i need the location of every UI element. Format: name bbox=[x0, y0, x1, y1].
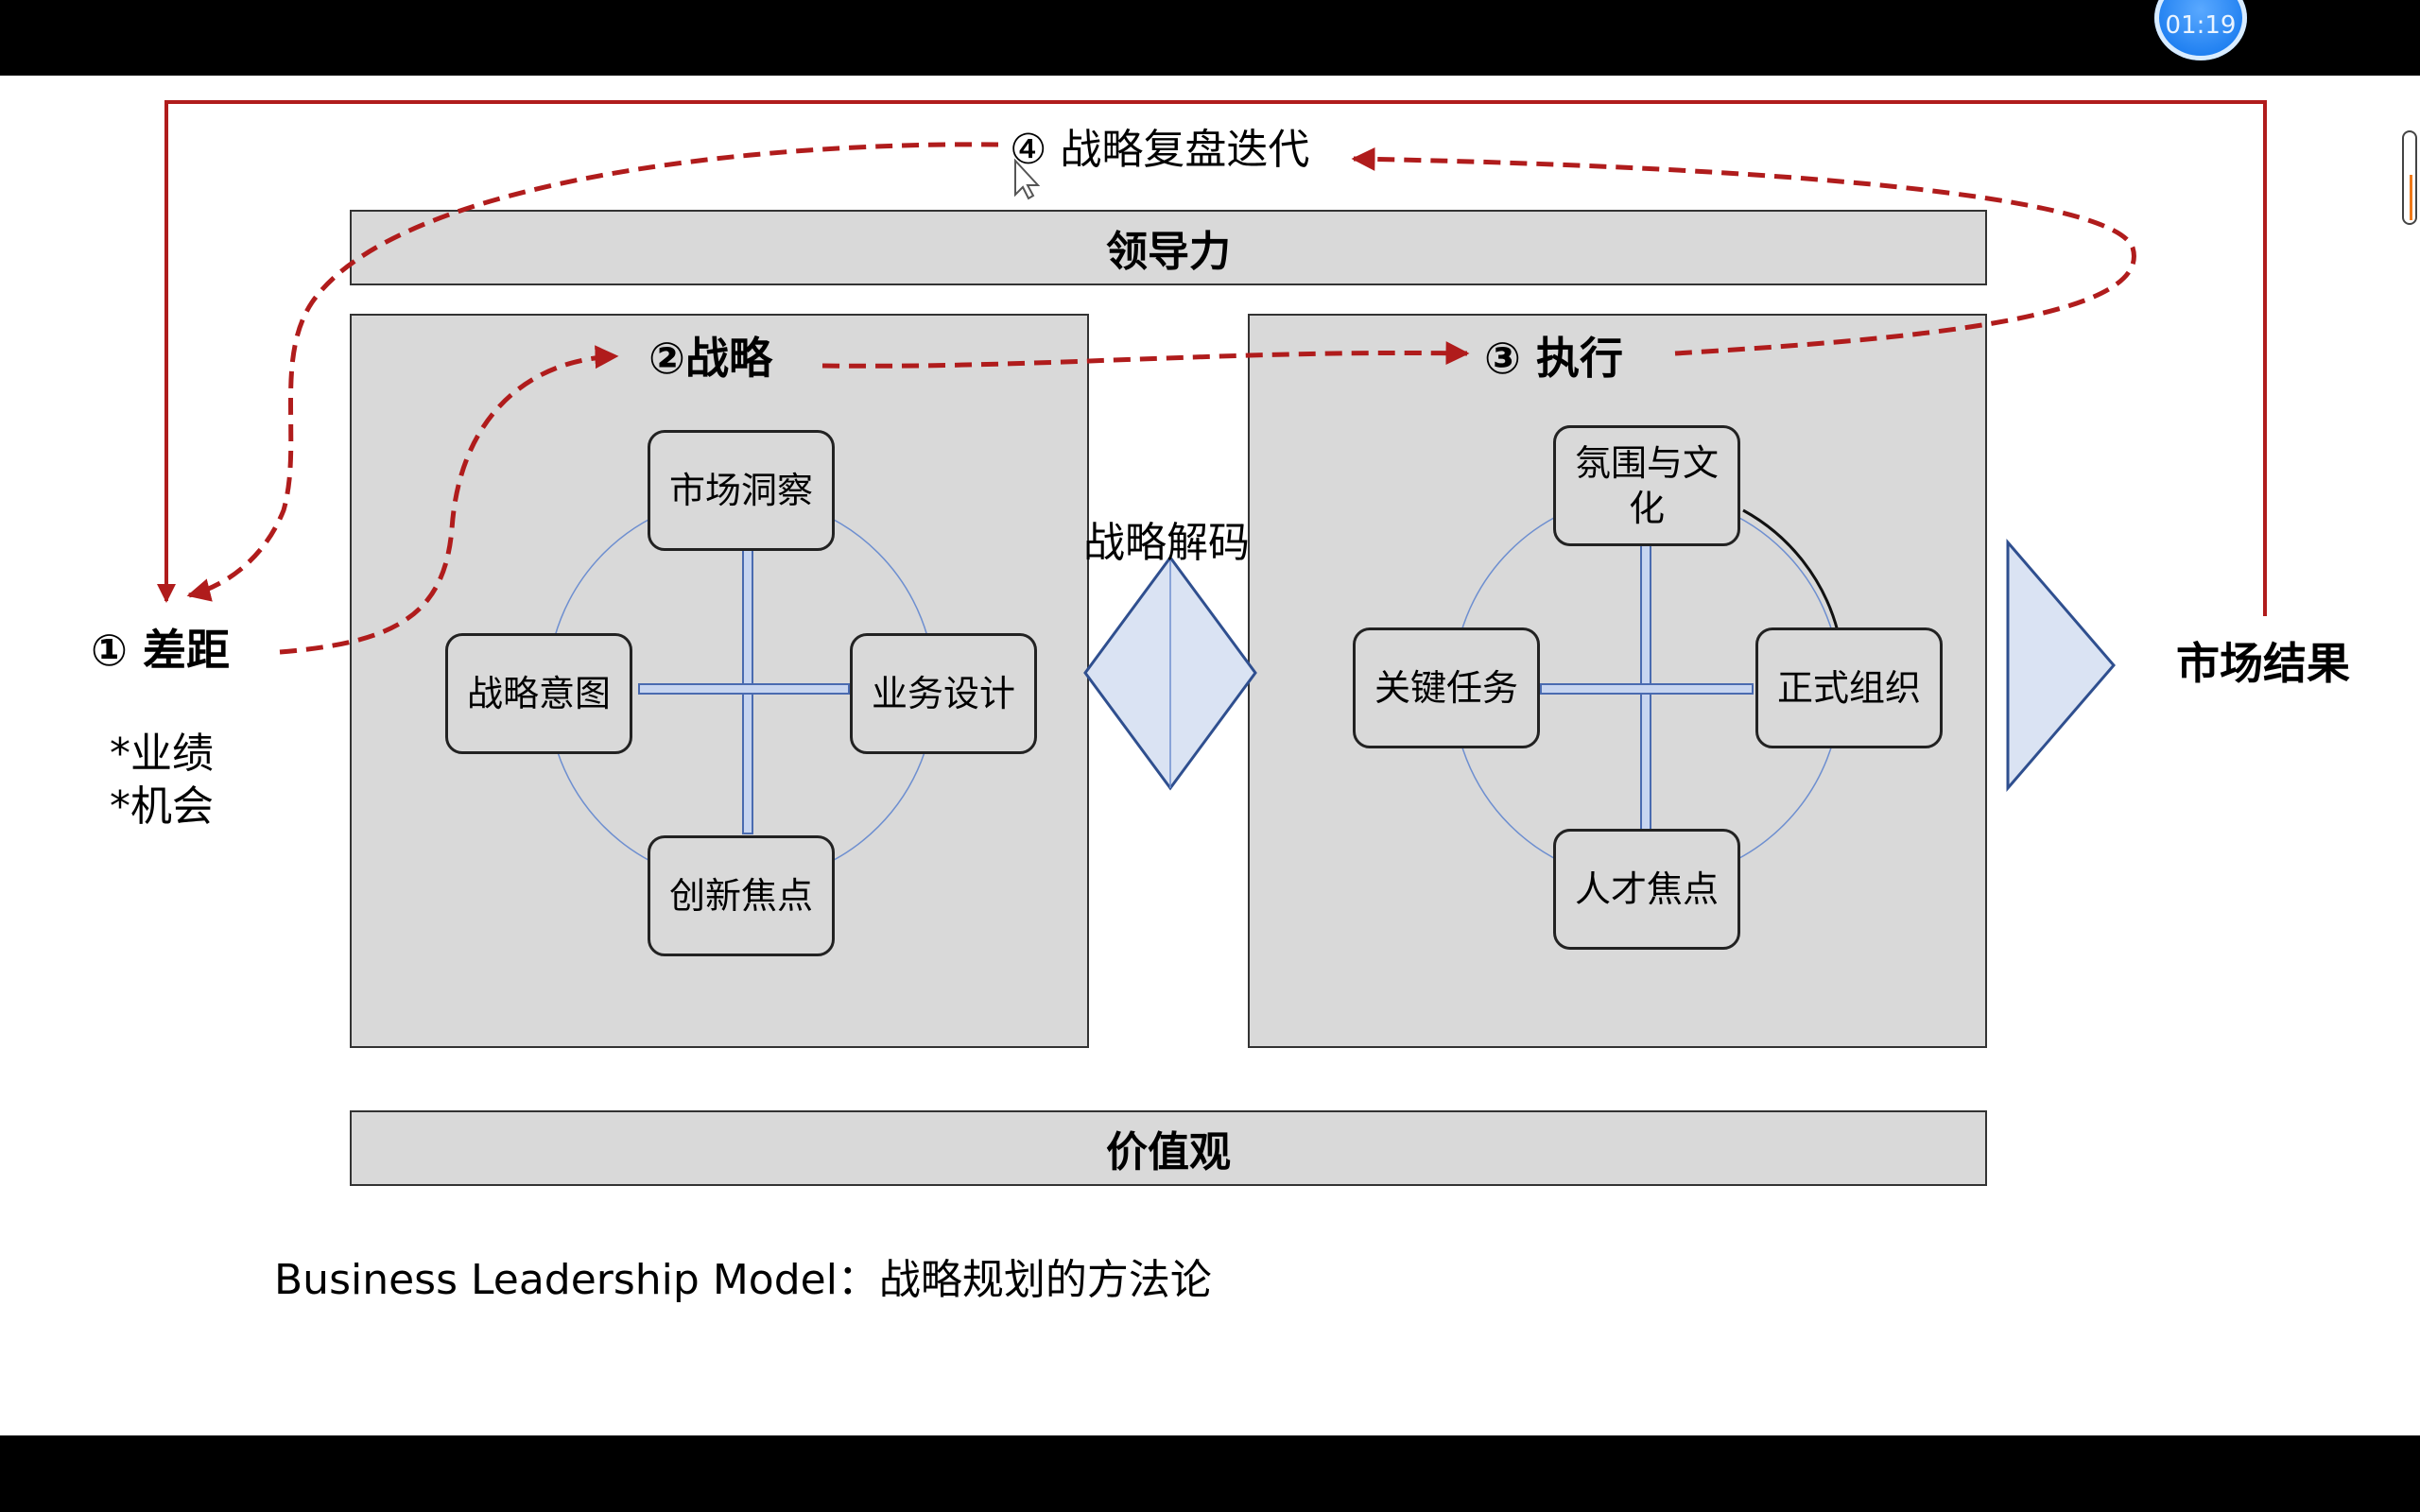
node-climate-culture-text: 氛围与文化 bbox=[1574, 442, 1719, 529]
decode-label: 战略解码 bbox=[1083, 519, 1250, 567]
step4-review-label: ④ 战略复盘迭代 bbox=[1010, 126, 1310, 174]
scrollbar-thumb[interactable] bbox=[2402, 130, 2417, 225]
top-black-bar bbox=[0, 0, 2420, 76]
strategy-cross bbox=[638, 540, 850, 834]
values-label: 价值观 bbox=[1106, 1128, 1231, 1177]
gap-items: *业绩 *机会 bbox=[110, 728, 214, 833]
bottom-black-bar bbox=[0, 1435, 2420, 1512]
node-critical-tasks: 关键任务 bbox=[1353, 627, 1540, 748]
output-triangle-icon bbox=[2006, 538, 2116, 793]
node-critical-tasks-text: 关键任务 bbox=[1374, 667, 1518, 709]
gap-item-opportunity: *机会 bbox=[110, 782, 214, 831]
execution-title: ③ 执行 bbox=[1484, 333, 1623, 384]
gap-label: ① 差距 bbox=[91, 625, 230, 676]
node-climate-culture: 氛围与文化 bbox=[1553, 425, 1740, 546]
execution-cross bbox=[1540, 540, 1754, 834]
node-talent-focus: 人才焦点 bbox=[1553, 829, 1740, 950]
node-business-design-text: 业务设计 bbox=[871, 673, 1015, 714]
node-market-insight: 市场洞察 bbox=[648, 430, 835, 551]
node-talent-focus-text: 人才焦点 bbox=[1574, 868, 1719, 910]
strategy-title: ②战略 bbox=[648, 333, 772, 384]
node-formal-organization: 正式组织 bbox=[1755, 627, 1943, 748]
node-formal-organization-text: 正式组织 bbox=[1776, 667, 1921, 709]
node-business-design: 业务设计 bbox=[850, 633, 1037, 754]
values-band: 价值观 bbox=[350, 1110, 1987, 1186]
market-result-label: 市场结果 bbox=[2176, 638, 2350, 689]
gap-item-performance: *业绩 bbox=[110, 730, 214, 778]
node-innovation-focus: 创新焦点 bbox=[648, 835, 835, 956]
node-strategic-intent: 战略意图 bbox=[445, 633, 632, 754]
decode-diamond-icon bbox=[1083, 555, 1257, 791]
node-market-insight-text: 市场洞察 bbox=[668, 470, 813, 511]
timer-text: 01:19 bbox=[2165, 11, 2237, 40]
caption: Business Leadership Model：战略规划的方法论 bbox=[274, 1256, 1212, 1304]
node-innovation-focus-text: 创新焦点 bbox=[668, 875, 813, 917]
node-strategic-intent-text: 战略意图 bbox=[466, 673, 611, 714]
